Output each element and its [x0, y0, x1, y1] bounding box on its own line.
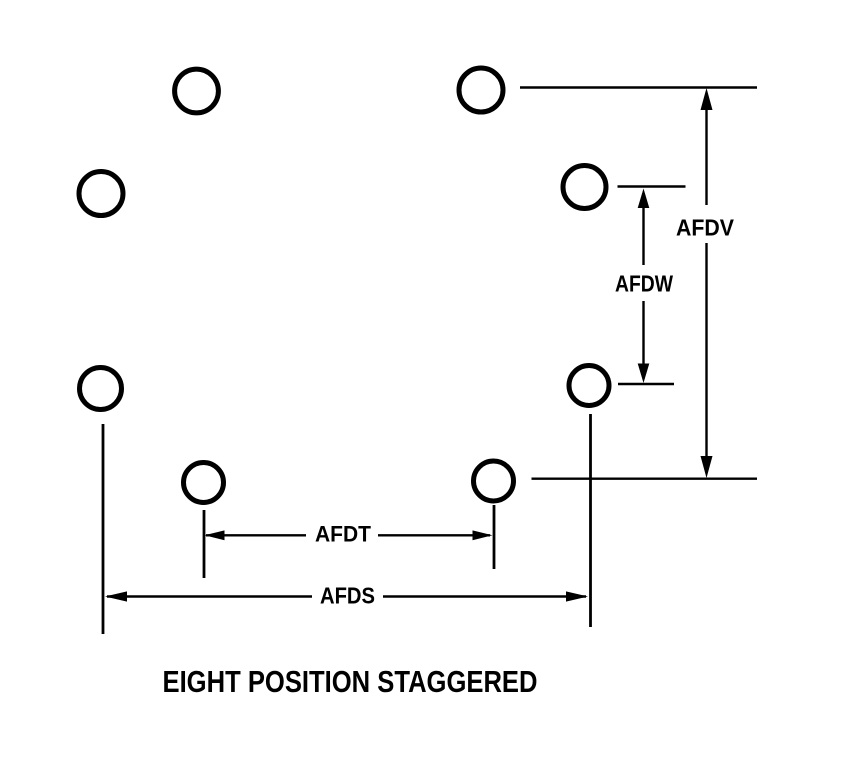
- svg-text:AFDV: AFDV: [676, 215, 735, 241]
- svg-text:AFDS: AFDS: [320, 583, 375, 609]
- svg-text:AFDW: AFDW: [615, 271, 673, 297]
- svg-text:EIGHT POSITION STAGGERED: EIGHT POSITION STAGGERED: [163, 665, 538, 699]
- svg-text:AFDT: AFDT: [315, 522, 371, 547]
